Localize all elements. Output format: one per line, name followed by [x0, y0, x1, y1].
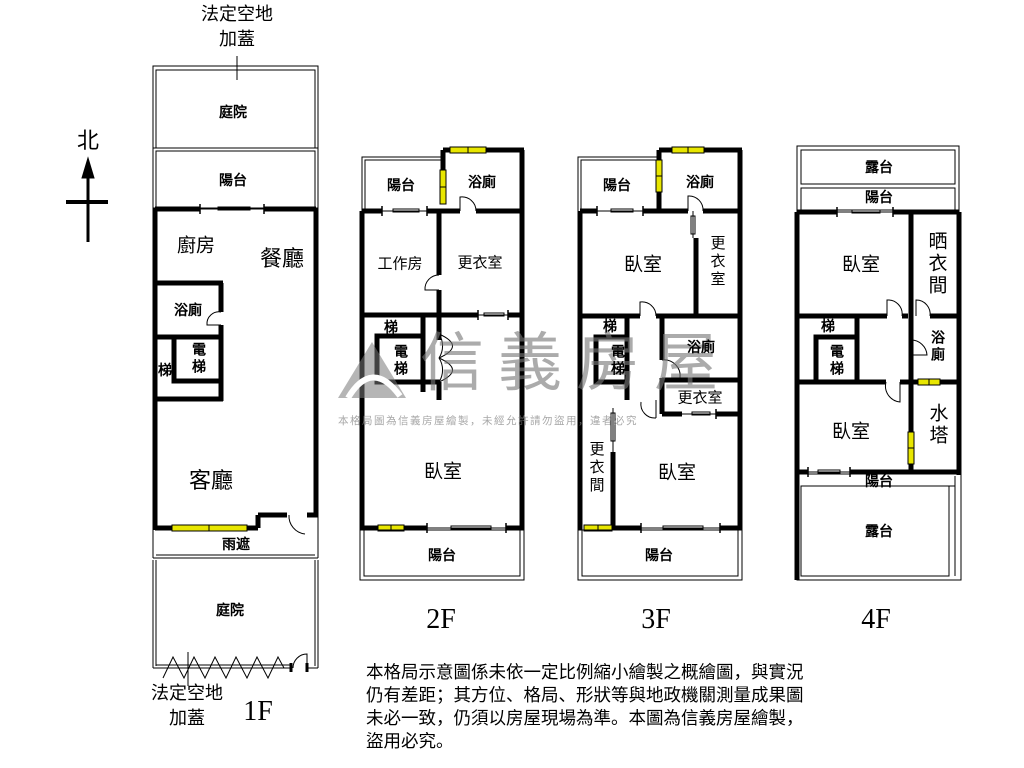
f1-room-dining: 餐廳	[259, 247, 305, 272]
north-label: 北	[76, 129, 100, 154]
f3-room-bath-top: 浴廁	[686, 175, 714, 191]
f1-annotation-bottom-line2: 加蓋	[169, 708, 205, 729]
f4-room-bedroom-bottom: 臥室	[831, 420, 871, 443]
f2-room-balcony-top: 陽台	[387, 178, 415, 194]
floor-label-3f: 3F	[641, 604, 671, 635]
f3-room-balcony-top: 陽台	[603, 178, 631, 194]
disclaimer-text: 本格局示意圖係未依一定比例縮小繪製之概繪圖，與實況仍有差距；其方位、格局、形狀等…	[366, 663, 804, 752]
f4-room-elevator: 電梯	[828, 344, 844, 378]
f3-room-closet-mid: 更衣室	[677, 388, 723, 407]
f1-room-kitchen: 廚房	[176, 234, 216, 257]
f1-annotation-top-line1: 法定空地	[201, 4, 273, 25]
floor-label-4f: 4F	[861, 604, 891, 635]
f4-room-bath: 浴廁	[929, 330, 945, 364]
f3-room-bedroom-top: 臥室	[623, 253, 663, 276]
f1-room-living: 客廳	[188, 469, 234, 494]
f1-room-yard-bottom: 庭院	[216, 603, 244, 619]
f4-room-stairs: 梯	[821, 319, 835, 335]
f3-room-bedroom-bottom: 臥室	[657, 461, 697, 484]
watermark-notice: 本格局圖為信義房屋繪製，未經允許請勿盜用，違者必究	[338, 415, 638, 427]
watermark-logo-icon	[338, 342, 406, 400]
f1-annotation-bottom-line1: 法定空地	[151, 683, 223, 704]
f3-room-balcony-bottom: 陽台	[645, 548, 673, 564]
f2-room-balcony-bottom: 陽台	[428, 548, 456, 564]
f2-room-elevator: 電梯	[392, 344, 408, 378]
f2-room-closet: 更衣室	[457, 253, 503, 272]
floor-4f-plan	[794, 145, 962, 581]
floor-label-1f: 1F	[243, 696, 273, 727]
f4-room-balcony-top: 陽台	[865, 190, 893, 206]
f4-room-terrace-top: 露台	[865, 160, 893, 176]
f3-room-closet-side: 更衣間	[587, 441, 606, 495]
f2-room-bedroom: 臥室	[423, 460, 463, 483]
f4-room-terrace-bottom: 露台	[865, 524, 893, 540]
f1-room-balcony: 陽台	[219, 173, 247, 189]
f3-room-bath-mid: 浴廁	[687, 340, 715, 356]
f3-room-elevator: 電梯	[609, 344, 625, 378]
f3-room-closet-top: 更衣室	[708, 235, 727, 289]
f1-room-yard-top: 庭院	[219, 105, 247, 121]
f1-room-elevator: 電梯	[190, 342, 206, 376]
f4-room-balcony-bottom: 陽台	[865, 474, 893, 490]
f4-room-bedroom-top: 臥室	[841, 253, 881, 276]
f2-room-bath: 浴廁	[468, 175, 496, 191]
floor-2f-plan	[359, 146, 525, 581]
f1-room-canopy: 雨遮	[222, 537, 250, 553]
f3-room-stairs: 梯	[603, 319, 617, 335]
f2-room-stairs: 梯	[384, 320, 398, 336]
watermark-brand: 信義房屋	[420, 327, 732, 401]
floor-label-2f: 2F	[426, 604, 456, 635]
f1-annotation-top-line2: 加蓋	[219, 29, 255, 50]
floor-1f-plan	[152, 56, 319, 686]
f4-room-water-tower: 水塔	[926, 403, 949, 447]
f1-room-bath: 浴廁	[174, 303, 202, 319]
f4-room-drying: 晒衣間	[925, 231, 948, 297]
f2-room-workroom: 工作房	[377, 254, 423, 273]
floor-3f-plan	[577, 146, 743, 581]
f1-room-stairs: 梯	[158, 363, 172, 379]
north-arrow	[66, 156, 108, 242]
